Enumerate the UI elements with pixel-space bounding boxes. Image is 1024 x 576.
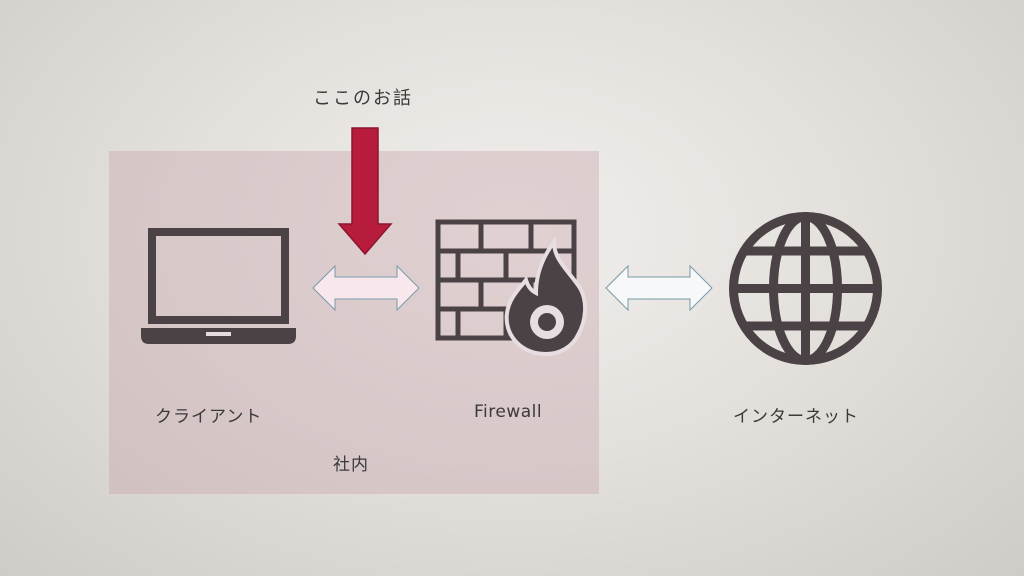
callout-arrow: [337, 127, 393, 256]
internet-label: インターネット: [733, 407, 859, 427]
connector-client-firewall: [312, 264, 420, 312]
connector-firewall-internet: [605, 264, 713, 312]
callout-label: ここのお話: [313, 88, 413, 109]
laptop-icon: [141, 228, 296, 344]
client-label: クライアント: [155, 407, 263, 427]
zone-label: 社内: [333, 455, 369, 475]
firewall-label: Firewall: [474, 402, 543, 422]
globe-icon: [729, 212, 882, 365]
firewall-icon: [435, 219, 587, 357]
